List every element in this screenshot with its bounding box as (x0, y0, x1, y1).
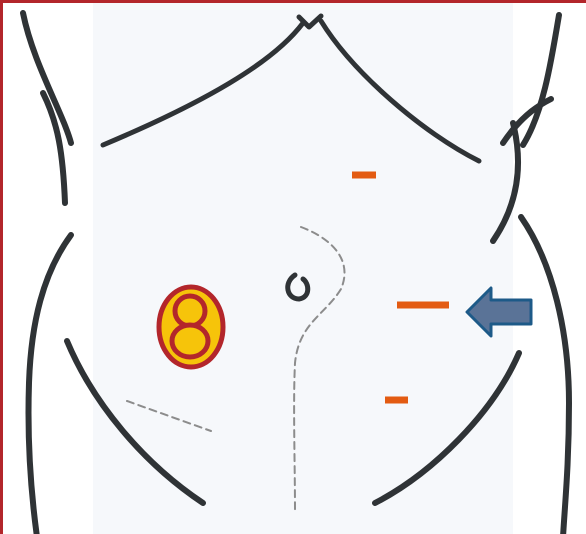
abdomen-illustration (3, 3, 586, 534)
stoma-icon (159, 287, 223, 367)
right-upper-flank (523, 15, 559, 145)
right-lower-flank (521, 217, 569, 534)
stoma-lower-ring (172, 325, 208, 357)
left-upper-flank (23, 13, 71, 143)
stoma-upper-ring (175, 296, 205, 326)
left-mid-flank (43, 93, 65, 203)
background-wash (93, 3, 513, 534)
left-lower-flank (28, 235, 71, 534)
